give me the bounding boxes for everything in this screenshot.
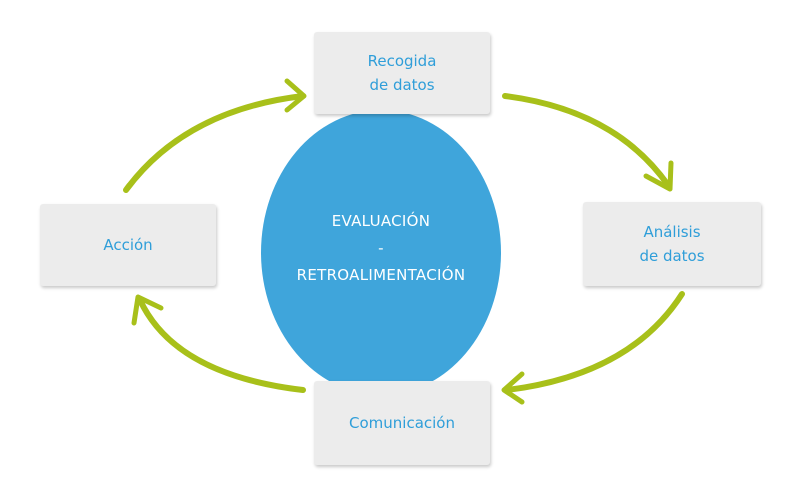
arrow-accion-to-recogida: [123, 78, 307, 193]
step-recogida-label-line-1: Recogida: [367, 52, 437, 70]
step-recogida-label-line-2: de datos: [369, 76, 435, 94]
arrow-analisis-to-comunicacion: [501, 291, 685, 405]
step-analisis-de-datos: Análisis de datos: [583, 202, 761, 286]
step-comunicacion: Comunicación: [314, 381, 490, 465]
arrow-recogida-to-analisis: [502, 93, 674, 192]
center-label-line-1: EVALUACIÓN: [331, 212, 431, 230]
step-accion: Acción: [40, 204, 216, 286]
step-analisis-label-line-1: Análisis: [643, 223, 701, 241]
arrow-comunicacion-to-accion: [131, 294, 306, 393]
step-comunicacion-label: Comunicación: [349, 414, 455, 432]
center-label-line-3: RETROALIMENTACIÓN: [296, 266, 466, 284]
center-circle: [261, 110, 501, 395]
step-accion-label: Acción: [103, 236, 153, 254]
step-analisis-label-line-2: de datos: [639, 247, 705, 265]
center-label-line-2: -: [378, 239, 384, 257]
step-recogida-de-datos: Recogida de datos: [314, 32, 490, 114]
center-label: EVALUACIÓN - RETROALIMENTACIÓN: [261, 208, 501, 289]
